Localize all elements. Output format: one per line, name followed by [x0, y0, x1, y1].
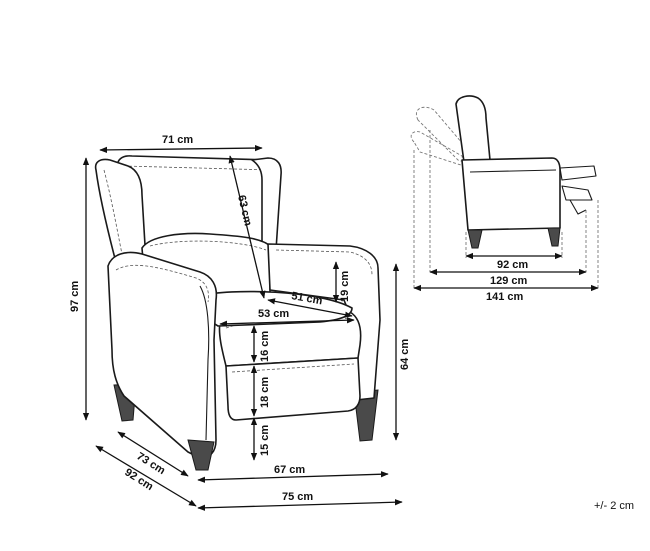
label-width-base: 67 cm	[274, 464, 305, 476]
label-seat-width: 53 cm	[258, 308, 289, 320]
side-body	[461, 157, 561, 231]
label-width-total: 75 cm	[282, 491, 313, 503]
left-armrest	[107, 251, 218, 459]
upright-backrest	[455, 95, 491, 163]
label-side-depth-2: 129 cm	[490, 275, 528, 287]
tolerance-note: +/- 2 cm	[594, 500, 634, 512]
label-arm-height: 64 cm	[399, 339, 411, 370]
label-side-depth-3: 141 cm	[486, 291, 524, 303]
footrest	[559, 165, 597, 181]
side-front-leg	[547, 227, 561, 247]
label-seat-depth: 51 cm	[290, 290, 323, 307]
label-total-height: 97 cm	[69, 281, 81, 312]
label-width-top: 71 cm	[162, 134, 193, 146]
side-dimension-lines	[413, 252, 599, 292]
label-armrest-height: 19 cm	[339, 271, 351, 302]
side-rear-leg	[467, 229, 483, 249]
label-side-depth-1: 92 cm	[497, 259, 528, 271]
front-left-leg	[187, 439, 215, 471]
label-seat-base: 18 cm	[259, 377, 271, 408]
label-seat-cushion: 16 cm	[259, 331, 271, 362]
recliner-side-view	[410, 95, 599, 290]
label-leg-height: 15 cm	[259, 425, 271, 456]
front-base	[225, 357, 361, 421]
front-dimension-lines	[82, 144, 403, 511]
